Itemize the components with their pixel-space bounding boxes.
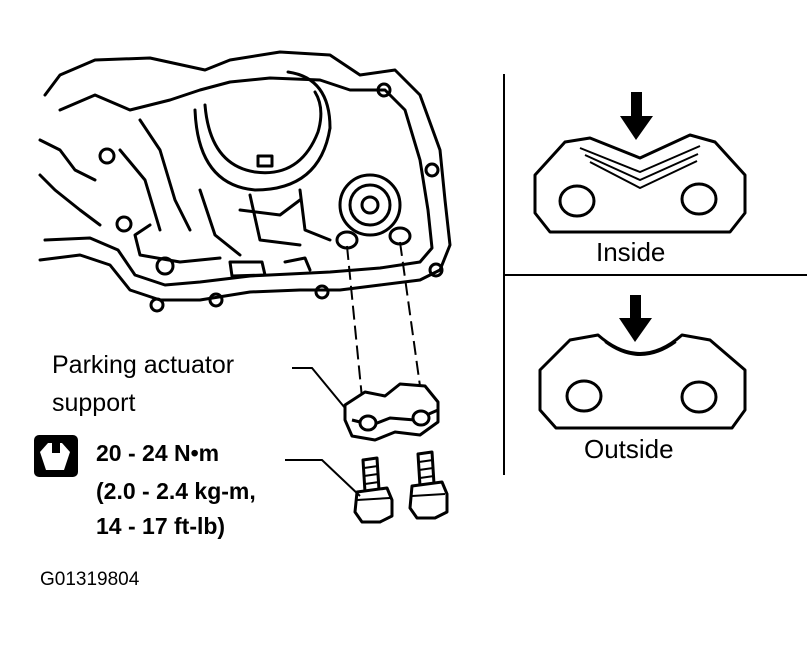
torque-wrench-icon — [34, 435, 78, 477]
torque-spec-line2: (2.0 - 2.4 kg-m, — [96, 478, 256, 504]
callout-label-line1: Parking actuator — [52, 351, 235, 379]
parking-actuator-support-part — [343, 382, 440, 442]
alignment-lines — [346, 241, 421, 399]
torque-spec-line1: 20 - 24 N•m — [96, 440, 220, 466]
bolts — [353, 450, 449, 524]
detail-panel-frame — [503, 74, 807, 475]
bolt-right — [408, 450, 449, 520]
outside-arrow — [619, 295, 652, 342]
figure-id: G01319804 — [40, 569, 140, 590]
torque-spec-line3: 14 - 17 ft-lb) — [96, 513, 226, 539]
panel-caption-outside: Outside — [584, 434, 674, 464]
torque-leader-line — [285, 459, 361, 497]
callout-leader-line — [292, 367, 346, 409]
inside-view — [533, 133, 747, 234]
panel-caption-inside: Inside — [596, 237, 666, 267]
bolt-left — [353, 456, 394, 524]
transmission-case — [38, 50, 452, 313]
callout-label-line2: support — [52, 389, 136, 417]
inside-arrow — [620, 92, 653, 140]
outside-view — [538, 333, 747, 430]
